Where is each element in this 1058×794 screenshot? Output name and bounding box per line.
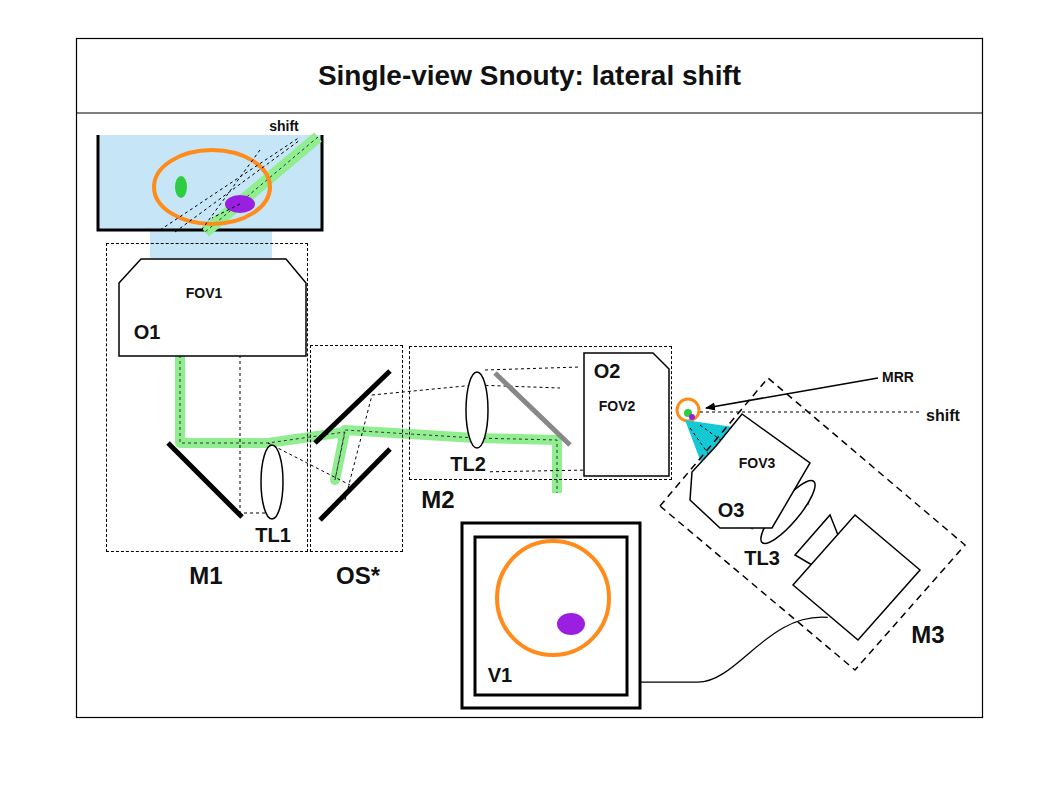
node-label: FOV3 (739, 456, 776, 470)
node-label: V1 (488, 665, 512, 685)
objective: O3 FOV3 (690, 412, 810, 530)
outline (690, 412, 810, 530)
part-label: shift (267, 119, 301, 133)
node-label: O3 (718, 500, 745, 520)
node-label: M3 (911, 623, 944, 647)
node-label: O2 (594, 361, 621, 381)
node-label: O1 (134, 322, 161, 342)
part-label: shift (924, 408, 962, 424)
outline-shape (660, 378, 965, 670)
outline-shape (119, 259, 306, 356)
part-label: TL1 (253, 525, 293, 545)
node-label: FOV2 (599, 399, 636, 413)
part-label: TL2 (448, 454, 488, 474)
module-box: M3 O3 FOV3 (660, 378, 965, 670)
outline-shape (690, 414, 810, 528)
cable (640, 617, 828, 682)
objective: O2FOV2 (584, 353, 669, 476)
node-label: M1 (189, 564, 222, 588)
node-label: M2 (421, 488, 454, 512)
module-box: OS* (310, 345, 403, 552)
module-box: M1O1FOV1 (106, 243, 308, 552)
part-label: TL3 (742, 548, 782, 568)
node-label: OS* (336, 564, 380, 588)
node-label: FOV1 (186, 286, 223, 300)
outline-shape (584, 353, 669, 476)
part-label: MRR (880, 370, 916, 384)
title: Single-view Snouty: lateral shift (318, 62, 741, 90)
monitor: V1 (462, 523, 640, 708)
objective: O1 FOV1 (119, 259, 306, 356)
